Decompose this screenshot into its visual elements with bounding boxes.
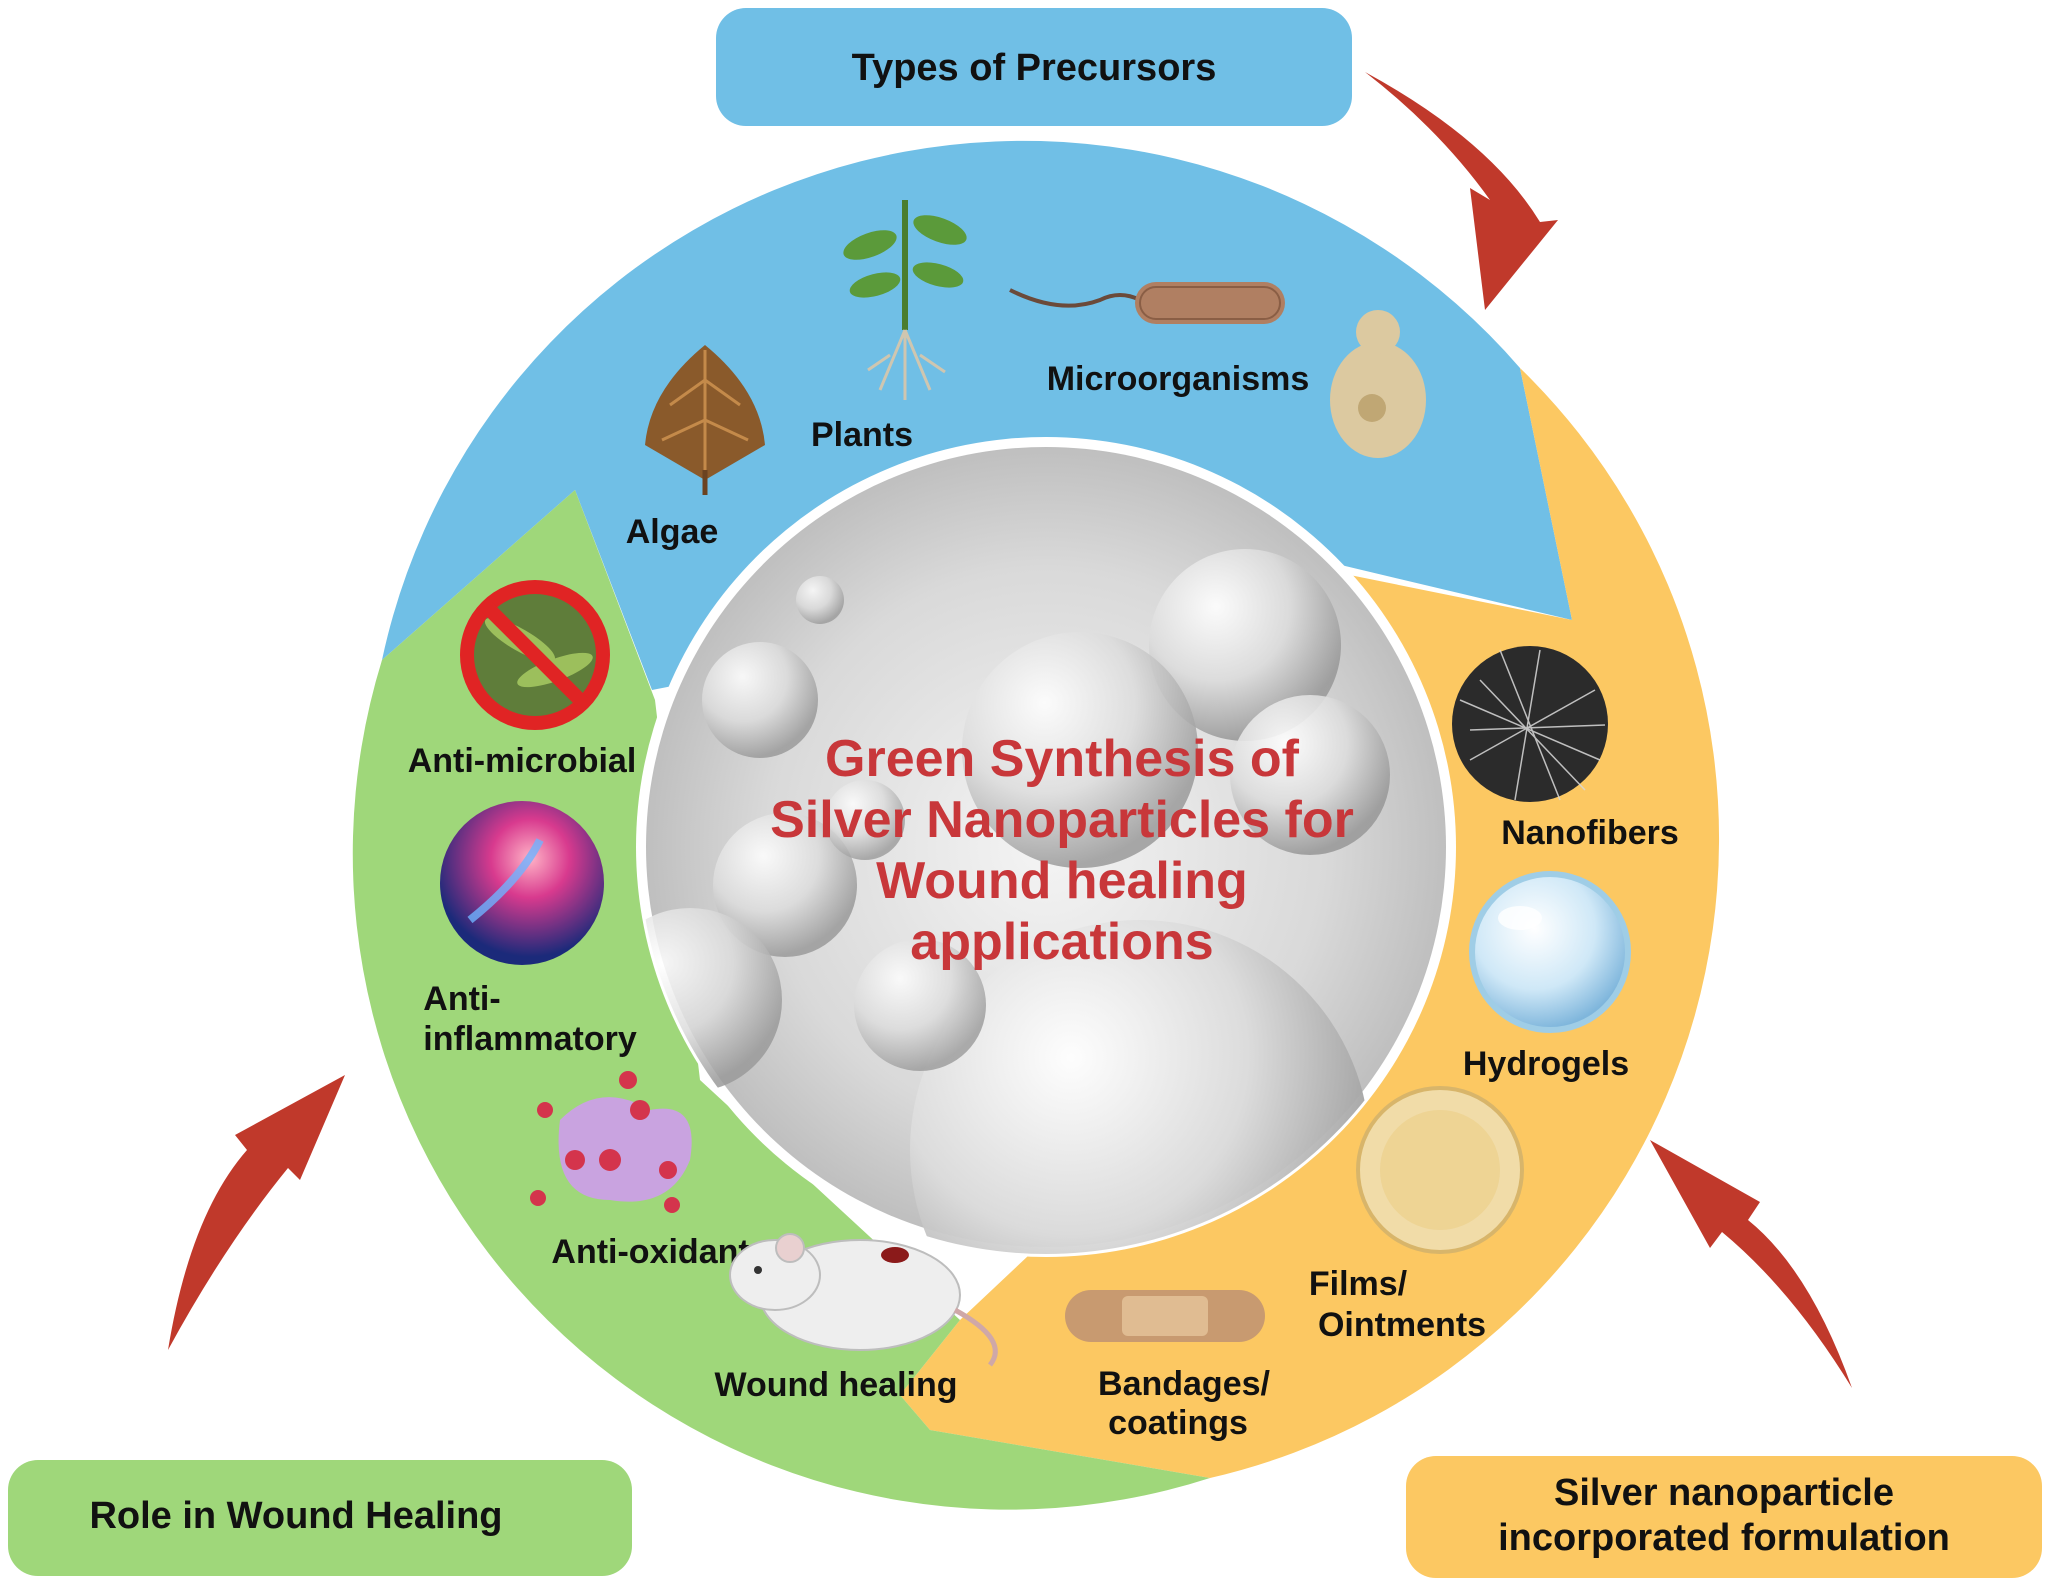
center-title-line-2: Silver Nanoparticles for (770, 791, 1354, 849)
hydrogel-icon (1469, 871, 1631, 1033)
center-title: Green Synthesis of Silver Nanoparticles … (770, 730, 1354, 971)
arrow-top-right (1365, 72, 1558, 310)
algae-icon (645, 345, 765, 495)
label-hydrogels: Hydrogels (1463, 1045, 1629, 1083)
bacterium-icon (1009, 282, 1285, 324)
silver-spheres (639, 549, 1390, 1254)
box-formulation: Silver nanoparticle incorporated formula… (1406, 1456, 2042, 1578)
inflammation-icon (440, 801, 604, 965)
arrow-left (168, 1075, 345, 1350)
arrow-bottom-right (1650, 1140, 1852, 1388)
box-formulation-line-2: incorporated formulation (1498, 1517, 1950, 1559)
no-bacteria-icon (460, 580, 610, 730)
box-precursors: Types of Precursors (716, 8, 1352, 126)
label-nanofibers: Nanofibers (1501, 814, 1679, 852)
label-bandages-line-1: Bandages/ (1098, 1365, 1270, 1403)
label-antiinflammatory-line-1: Anti- (423, 980, 500, 1018)
center-title-line-3: Wound healing (876, 852, 1248, 910)
label-antiinflammatory-line-2: inflammatory (423, 1020, 637, 1058)
nanofibers-icon (1452, 646, 1608, 802)
oxidative-cell-icon (530, 1071, 692, 1213)
box-role-title: Role in Wound Healing (89, 1495, 502, 1537)
label-films-line-2: Ointments (1318, 1306, 1486, 1344)
mouse-icon (729, 1233, 998, 1367)
label-antimicrobial: Anti-microbial (408, 742, 637, 780)
box-formulation-line-1: Silver nanoparticle (1554, 1472, 1894, 1514)
box-role: Role in Wound Healing (8, 1460, 632, 1576)
label-wound-healing: Wound healing (714, 1366, 957, 1404)
bandage-icon (1065, 1290, 1265, 1342)
plant-icon (843, 200, 967, 400)
label-bandages-line-2: coatings (1108, 1404, 1248, 1442)
label-microorganisms: Microorganisms (1047, 360, 1310, 398)
cycle-arrows (168, 72, 1852, 1388)
yeast-icon (1330, 310, 1426, 458)
center-title-line-1: Green Synthesis of (825, 730, 1300, 788)
label-algae: Algae (626, 513, 719, 551)
film-icon (1356, 1086, 1524, 1254)
ring-sector-roles (352, 490, 1210, 1510)
label-films-line-1: Films/ (1309, 1265, 1408, 1303)
label-plants: Plants (811, 416, 913, 454)
center-title-line-4: applications (910, 913, 1213, 971)
box-precursors-title: Types of Precursors (852, 47, 1217, 89)
center-image: Green Synthesis of Silver Nanoparticles … (636, 437, 1456, 1257)
